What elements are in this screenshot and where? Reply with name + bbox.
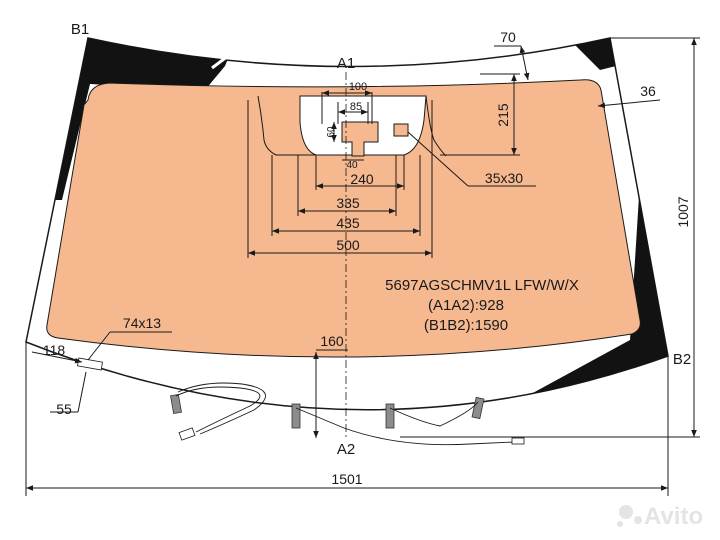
width-dimension xyxy=(25,342,669,496)
width-extension-lines xyxy=(247,100,433,258)
dim-100: 100 xyxy=(349,81,367,93)
dim-118: 118 xyxy=(43,342,66,358)
dim-40: 40 xyxy=(346,160,358,171)
dim-435: 435 xyxy=(336,215,360,231)
top-border-dimension xyxy=(494,45,530,81)
point-a2: A2 xyxy=(337,441,355,458)
label-leader xyxy=(31,331,172,413)
dim-35x30: 35x30 xyxy=(485,170,523,186)
dim-335: 335 xyxy=(336,195,360,211)
wiper-brackets xyxy=(170,393,485,429)
point-b2: B2 xyxy=(673,351,691,368)
dim-1501: 1501 xyxy=(331,471,362,487)
dim-215: 215 xyxy=(495,103,511,127)
b1b2-length: (B1B2):1590 xyxy=(424,317,508,334)
notch-depth-dimension xyxy=(440,73,520,156)
frit-top-left xyxy=(40,38,240,200)
notch-lines xyxy=(257,95,447,157)
connector-left xyxy=(178,427,196,441)
frit-edge-left xyxy=(211,48,237,70)
dim-1007: 1007 xyxy=(675,196,691,227)
dim-500: 500 xyxy=(336,237,360,253)
watermark-dot-small xyxy=(617,521,623,527)
mirror-mount xyxy=(341,121,379,157)
bottom-margin-dimension xyxy=(313,349,348,438)
sensor-leader xyxy=(407,131,536,187)
watermark-text: Avito xyxy=(644,503,703,530)
watermark: Avito xyxy=(617,503,703,530)
dim-74x13: 74x13 xyxy=(123,315,161,331)
dim-160: 160 xyxy=(320,333,344,349)
point-b1: B1 xyxy=(71,21,89,38)
dim-240: 240 xyxy=(350,171,374,187)
tinted-band xyxy=(46,79,641,358)
dim-55: 55 xyxy=(56,401,72,417)
rain-sensor xyxy=(393,123,409,137)
heating-wires xyxy=(175,382,515,446)
connector-right xyxy=(511,437,525,445)
side-border-dimension xyxy=(597,99,661,109)
part-code: 5697AGSCHMV1L LFW/W/X xyxy=(385,277,579,294)
watermark-dot-large xyxy=(619,505,633,519)
mirror-dimension-lines xyxy=(321,90,373,161)
dim-36: 36 xyxy=(640,83,656,99)
a1a2-length: (A1A2):928 xyxy=(428,297,504,314)
dim-70: 70 xyxy=(500,29,516,45)
watermark-dot-medium xyxy=(634,516,642,524)
dim-85: 85 xyxy=(350,101,362,113)
point-a1: A1 xyxy=(337,55,355,72)
width-dimension-lines xyxy=(248,183,432,256)
frit-edge-right xyxy=(627,195,633,211)
dim-60: 60 xyxy=(326,126,337,138)
height-dimension xyxy=(400,37,700,438)
